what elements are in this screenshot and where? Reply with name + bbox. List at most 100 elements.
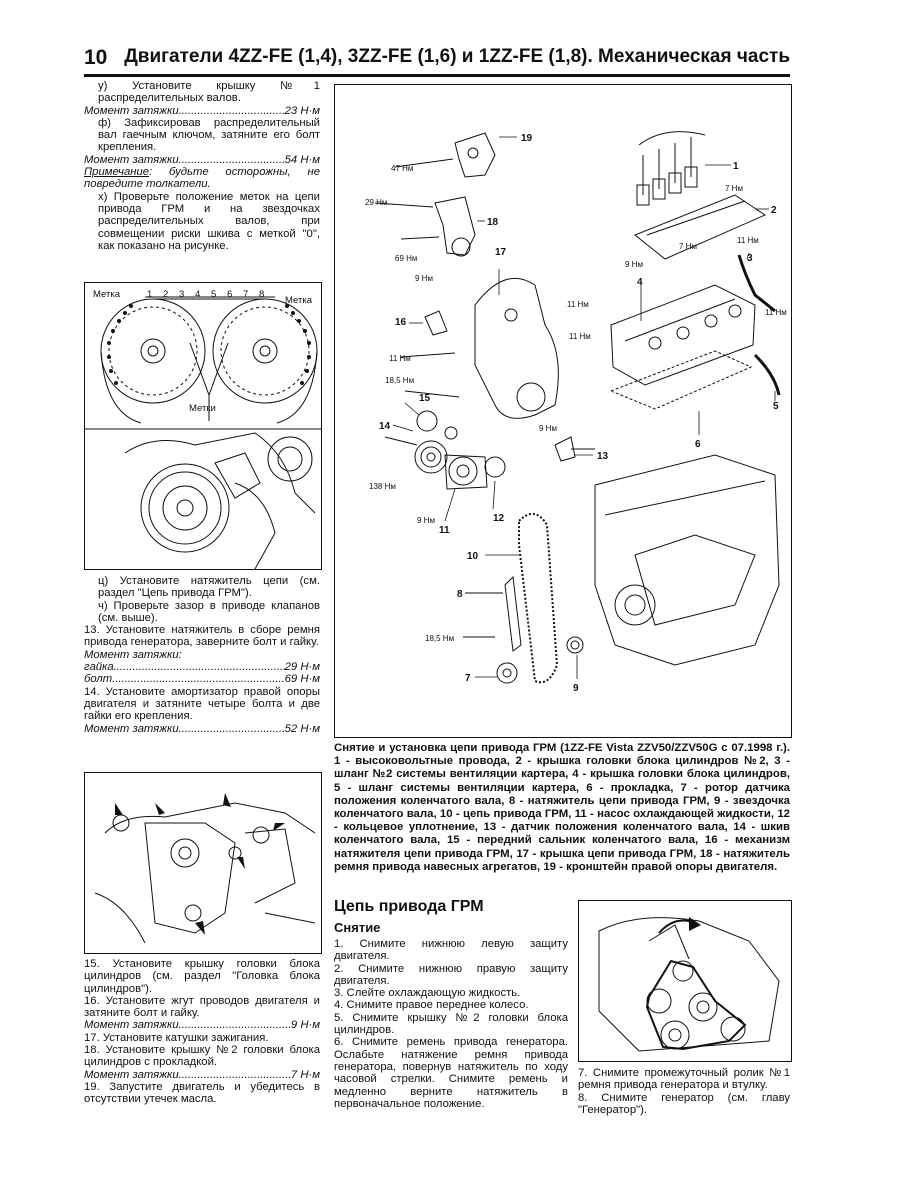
belt-routing-figure [578,900,792,1062]
chain-number: 3 [179,289,184,300]
step-ts: ц) Установите натяжитель цепи (см. разде… [98,575,320,600]
step-h: х) Проверьте положение меток на цепи при… [98,190,320,252]
step-8: 8. Снимите генератор (см. главу "Генерат… [578,1091,790,1116]
step-19: 19. Запустите двигатель и убедитесь в от… [84,1080,320,1106]
torque-callout: 69 Нм [395,254,417,263]
right-steps: 7. Снимите промежуточный ролик №1 ремня … [578,1067,790,1116]
torque-label: Момент затяжки [84,153,179,166]
torque-spec-bolt: болт 69 Н·м [84,673,320,685]
torque-value: 29 Н·м [284,661,320,674]
torque-value: 9 Н·м [290,1019,320,1032]
timing-marks-drawing: Метка Метка Метки 1 2 3 4 5 6 7 8 [85,289,321,569]
part-number: 18 [487,217,499,228]
step-18: 18. Установите крышку №2 головки блока ц… [84,1044,320,1069]
torque-label: Момент затяжки [84,104,179,117]
part-number: 2 [771,205,777,216]
exploded-view-drawing: 47 Нм 29 Нм 69 Нм 9 Нм 11 Нм 18,5 Нм 138… [365,131,787,694]
torque-value: 7 Н·м [290,1068,320,1081]
torque-label: гайка [84,661,114,674]
torque-callout: 9 Нм [417,516,435,525]
step-14: 14. Установите амортизатор правой опоры … [84,685,320,723]
belt-routing-drawing [598,917,780,1052]
note-text: : будьте осторожны, не повредите толкате… [84,166,320,191]
chain-number: 7 [243,289,248,300]
step-13: 13. Установите натяжитель в сборе ремня … [84,624,320,649]
torque-callout: 9 Нм [539,424,557,433]
timing-marks-figure: Метка Метка Метки 1 2 3 4 5 6 7 8 [84,282,322,570]
exploded-view-figure: 47 Нм 29 Нм 69 Нм 9 Нм 11 Нм 18,5 Нм 138… [334,84,792,738]
left-mid-text: ц) Установите натяжитель цепи (см. разде… [84,575,320,735]
part-number: 12 [493,513,505,524]
torque-heading: Момент затяжки: [84,648,182,661]
page-header: 10 Двигатели 4ZZ-FE (1,4), 3ZZ-FE (1,6) … [84,44,790,77]
chain-number: 2 [163,289,168,300]
chain-number: 1 [147,289,152,300]
torque-spec: Момент затяжки 54 Н·м [84,154,320,166]
torque-callout: 18,5 Нм [425,634,454,643]
chain-number: 6 [227,289,232,300]
torque-spec: Момент затяжки 7 Н·м [84,1069,320,1081]
section-subtitle: Снятие [334,920,381,935]
engine-mount-figure [84,772,322,954]
mark-label-right: Метка [285,295,313,306]
torque-spec: Момент затяжки9 Н·м [84,1019,320,1031]
torque-callout: 11 Нм [765,308,787,317]
removal-step: 3. Слейте охлаждающую жидкость. [334,987,521,1000]
part-number: 3 [747,253,753,264]
torque-callout: 138 Нм [369,482,396,491]
part-number: 6 [695,439,701,450]
note-label: Примечание [84,166,150,179]
torque-label: болт [84,673,113,686]
torque-callout: 18,5 Нм [385,376,414,385]
part-number: 15 [419,393,431,404]
torque-value: 69 Н·м [284,673,320,686]
part-number: 8 [457,589,463,600]
engine-mount-drawing [94,793,316,944]
part-number: 10 [467,551,479,562]
torque-callout: 11 Нм [737,236,759,245]
figure-caption: Снятие и установка цепи привода ГРМ (1ZZ… [334,742,790,873]
left-top-text: у) Установите крышку №1 распределительны… [84,80,320,252]
part-number: 11 [439,525,450,536]
removal-step: 1. Снимите нижнюю левую защиту двигателя… [334,938,568,963]
torque-value: 23 Н·м [284,104,320,117]
step-15: 15. Установите крышку головки блока цили… [84,958,320,995]
torque-callout: 47 Нм [391,164,413,173]
part-number: 13 [597,451,609,462]
torque-callout: 9 Нм [415,274,433,283]
removal-step: 5. Снимите крышку №2 головки блока цилин… [334,1011,568,1037]
torque-callout: 9 Нм [625,260,643,269]
torque-label: Момент затяжки [84,722,179,735]
chain-number: 4 [195,289,200,300]
torque-callout: 11 Нм [389,354,411,363]
section-title: Цепь привода ГРМ [334,898,484,915]
torque-value: 54 Н·м [284,153,320,166]
torque-spec: Момент затяжки 23 Н·м [84,105,320,117]
part-number: 14 [379,421,391,432]
torque-label: Момент затяжки [84,1068,179,1081]
removal-step: 4. Снимите правое переднее колесо. [334,999,529,1012]
note: Примечание: будьте осторожны, не повреди… [84,166,320,191]
page-number: 10 [84,46,108,69]
torque-spec-nut: гайка 29 Н·м [84,661,320,673]
part-number: 16 [395,317,407,328]
removal-step: 2. Снимите нижнюю правую защиту двигател… [334,962,568,987]
torque-value: 52 Н·м [284,722,320,735]
part-number: 7 [465,673,471,684]
step-7: 7. Снимите промежуточный ролик №1 ремня … [578,1067,790,1092]
torque-callout: 7 Нм [679,242,697,251]
page-title: Двигатели 4ZZ-FE (1,4), 3ZZ-FE (1,6) и 1… [124,46,790,67]
chain-number: 8 [259,289,264,300]
part-number: 5 [773,401,779,412]
chain-number: 5 [211,289,216,300]
torque-callout: 11 Нм [569,332,591,341]
part-number: 9 [573,683,579,694]
step-y: у) Установите крышку №1 распределительны… [98,80,320,105]
mark-label-bottom: Метки [189,403,216,414]
mark-label-left: Метка [93,289,121,300]
torque-spec: Момент затяжки 52 Н·м [84,723,320,735]
removal-step: 6. Снимите ремень привода генератора. Ос… [334,1036,568,1110]
part-number: 4 [637,277,643,288]
step-f: ф) Зафиксировав распределительный вал га… [98,116,320,154]
torque-callout: 29 Нм [365,198,387,207]
